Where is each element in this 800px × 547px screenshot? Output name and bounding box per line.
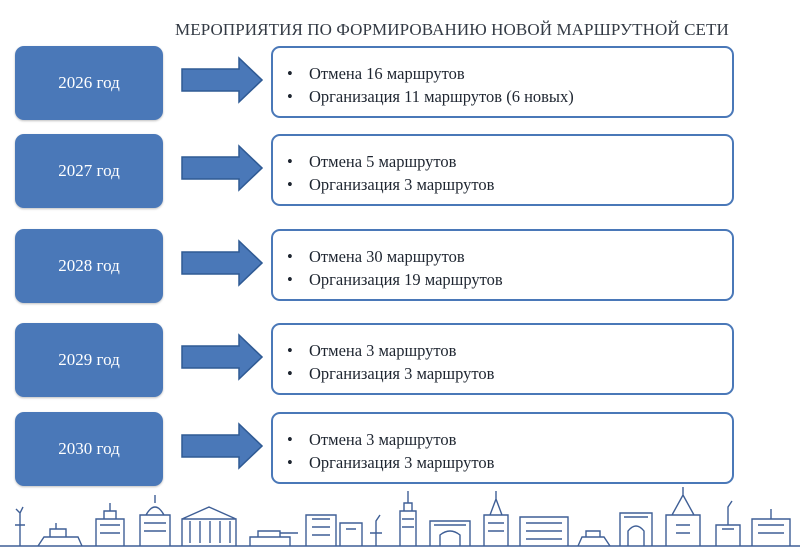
list-item-text: Организация 3 маршрутов — [309, 175, 495, 194]
info-box: • Отмена 3 маршрутов • Организация 3 маршр… — [271, 323, 734, 395]
bullet-icon: • — [287, 341, 293, 360]
timeline-row-2029: 2029 год • Отмена 3 маршрутов • Организаци… — [0, 323, 800, 403]
year-box: 2027 год — [15, 134, 163, 208]
list-item: • Отмена 16 маршрутов — [287, 62, 732, 85]
list-item: • Организация 19 маршрутов — [287, 268, 732, 291]
list-item-text: Отмена 3 маршрутов — [309, 341, 457, 360]
list-item: • Отмена 3 маршрутов — [287, 428, 732, 451]
bullet-icon: • — [287, 364, 293, 383]
right-arrow-icon — [181, 333, 263, 381]
list-item-text: Отмена 5 маршрутов — [309, 152, 457, 171]
city-skyline-decoration — [0, 487, 800, 547]
bullet-icon: • — [287, 152, 293, 171]
info-box: • Отмена 5 маршрутов • Организация 3 маршр… — [271, 134, 734, 206]
year-box: 2030 год — [15, 412, 163, 486]
list-item: • Отмена 3 маршрутов — [287, 339, 732, 362]
right-arrow-icon — [181, 239, 263, 287]
year-box: 2028 год — [15, 229, 163, 303]
info-box: • Отмена 30 маршрутов • Организация 19 мар… — [271, 229, 734, 301]
bullet-icon: • — [287, 175, 293, 194]
bullet-icon: • — [287, 247, 293, 266]
bullet-icon: • — [287, 453, 293, 472]
year-box: 2026 год — [15, 46, 163, 120]
info-box: • Отмена 3 маршрутов • Организация 3 маршр… — [271, 412, 734, 484]
list-item-text: Отмена 30 маршрутов — [309, 247, 465, 266]
list-item: • Организация 3 маршрутов — [287, 173, 732, 196]
list-item-text: Отмена 3 маршрутов — [309, 430, 457, 449]
bullet-icon: • — [287, 87, 293, 106]
bullet-icon: • — [287, 430, 293, 449]
list-item: • Организация 3 маршрутов — [287, 362, 732, 385]
right-arrow-icon — [181, 422, 263, 470]
timeline-row-2026: 2026 год • Отмена 16 маршрутов • Организац… — [0, 46, 800, 126]
timeline-row-2030: 2030 год • Отмена 3 маршрутов • Организаци… — [0, 412, 800, 492]
timeline-row-2027: 2027 год • Отмена 5 маршрутов • Организаци… — [0, 134, 800, 214]
timeline-row-2028: 2028 год • Отмена 30 маршрутов • Организац… — [0, 229, 800, 309]
list-item-text: Организация 11 маршрутов (6 новых) — [309, 87, 574, 106]
list-item: • Отмена 30 маршрутов — [287, 245, 732, 268]
right-arrow-icon — [181, 56, 263, 104]
bullet-icon: • — [287, 64, 293, 83]
year-box: 2029 год — [15, 323, 163, 397]
list-item: • Организация 11 маршрутов (6 новых) — [287, 85, 732, 108]
list-item: • Отмена 5 маршрутов — [287, 150, 732, 173]
right-arrow-icon — [181, 144, 263, 192]
list-item-text: Организация 3 маршрутов — [309, 453, 495, 472]
bullet-icon: • — [287, 270, 293, 289]
list-item-text: Организация 3 маршрутов — [309, 364, 495, 383]
list-item: • Организация 3 маршрутов — [287, 451, 732, 474]
list-item-text: Организация 19 маршрутов — [309, 270, 503, 289]
page-title: МЕРОПРИЯТИЯ ПО ФОРМИРОВАНИЮ НОВОЙ МАРШРУ… — [175, 20, 729, 39]
info-box: • Отмена 16 маршрутов • Организация 11 мар… — [271, 46, 734, 118]
list-item-text: Отмена 16 маршрутов — [309, 64, 465, 83]
